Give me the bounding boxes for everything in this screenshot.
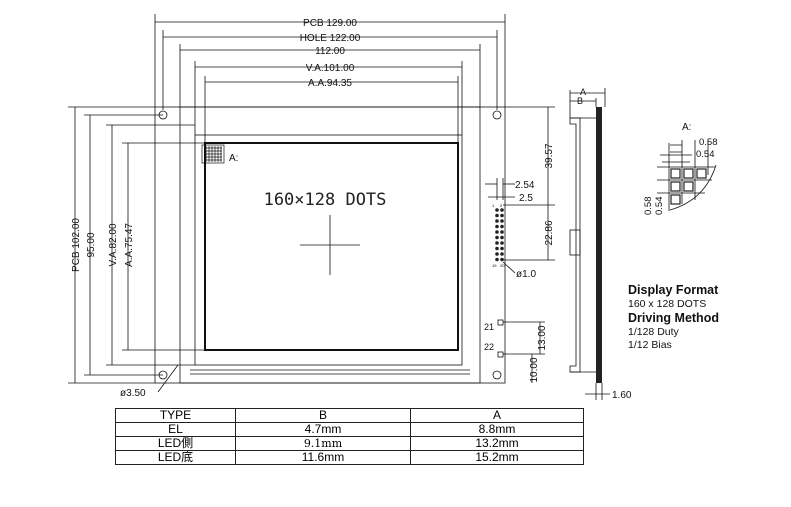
connector-pin bbox=[495, 219, 499, 223]
pin-span-dim: 22.86 bbox=[544, 220, 555, 245]
cell: 9.1mm bbox=[235, 436, 411, 451]
connector-pin bbox=[500, 252, 504, 256]
connector-pin bbox=[500, 241, 504, 245]
mount-hole bbox=[158, 110, 168, 120]
dot-pitch-v-dim: 0.58 bbox=[643, 197, 654, 216]
table-row: LED底 11.6mm 15.2mm bbox=[115, 450, 584, 465]
dot-size-dim: 0.54 bbox=[696, 149, 715, 160]
pin-22-label: 22 bbox=[484, 342, 494, 352]
cell: 11.6mm bbox=[235, 450, 411, 465]
connector-pin bbox=[500, 230, 504, 234]
display-format-value: 160 x 128 DOTS bbox=[628, 298, 707, 310]
connector-pin bbox=[500, 213, 504, 218]
hole-dia-dim: ø3.50 bbox=[120, 388, 146, 399]
mount-hole bbox=[492, 370, 502, 380]
detail-title: A: bbox=[682, 122, 691, 133]
connector-pin bbox=[495, 235, 499, 240]
led-pin-21 bbox=[497, 319, 504, 326]
connector-pin bbox=[500, 257, 504, 262]
pin-dia-dim: ø1.0 bbox=[516, 269, 536, 280]
connector-pin bbox=[500, 246, 504, 251]
bias-value: 1/12 Bias bbox=[628, 339, 672, 351]
pin-19-label: 19 bbox=[492, 263, 497, 268]
connector-pin bbox=[500, 219, 504, 223]
mount-hole bbox=[158, 370, 168, 380]
pin-1-label: 1 bbox=[492, 203, 495, 208]
aa-height-dim: A.A.75.47 bbox=[124, 223, 135, 267]
led-bottom-dim: 10.00 bbox=[529, 357, 540, 382]
pin-pitch-dim: 2.54 bbox=[515, 180, 535, 191]
pcb-height-dim: PCB 102.00 bbox=[71, 218, 82, 272]
connector-pin bbox=[495, 208, 499, 212]
connector-pin bbox=[495, 230, 499, 234]
table-row: LED側 9.1mm 13.2mm bbox=[115, 436, 584, 451]
left-dimensions: PCB 102.00 95.00 V.A.82.00 A.A.75.47 bbox=[68, 106, 205, 384]
front-view: ø3.50 A: 160×128 DOTS bbox=[120, 106, 506, 399]
top-dimensions: PCB 129.00 HOLE 122.00 112.00 V.A.101.00… bbox=[154, 14, 506, 143]
driving-method-title: Driving Method bbox=[628, 311, 719, 325]
aa-width-dim: A.A.94.35 bbox=[308, 78, 352, 89]
connector-pin bbox=[495, 257, 499, 262]
connector-pin bbox=[495, 241, 499, 245]
connector-pin bbox=[500, 224, 504, 229]
led-pin-22 bbox=[497, 351, 504, 358]
va-height-dim: V.A.82.00 bbox=[108, 223, 119, 266]
header-a: A bbox=[410, 408, 584, 423]
led-pitch-dim: 13.00 bbox=[537, 325, 548, 350]
pin-20-label: 20 bbox=[500, 263, 505, 268]
bezel-width-dim: 112.00 bbox=[315, 46, 345, 57]
connector-pins: 2.54 2.5 1 2 19 20 ø1.0 39.57 22.86 21 2… bbox=[484, 106, 555, 383]
va-width-dim: V.A.101.00 bbox=[306, 63, 355, 74]
pin-offset-dim: 2.5 bbox=[519, 193, 533, 204]
side-view: A B 1.60 bbox=[569, 87, 632, 401]
dot-detail-marker bbox=[201, 144, 225, 164]
pcb-thickness-dim: 1.60 bbox=[612, 390, 632, 401]
cell: 15.2mm bbox=[410, 450, 584, 465]
side-b-dim: B bbox=[577, 96, 583, 106]
mount-hole bbox=[492, 110, 502, 120]
display-resolution-text: 160×128 DOTS bbox=[264, 190, 387, 210]
connector-pin bbox=[500, 235, 504, 240]
table-header-row: TYPE B A bbox=[115, 408, 584, 423]
cell: 13.2mm bbox=[410, 436, 584, 451]
connector-pin bbox=[495, 224, 499, 229]
cell: EL bbox=[115, 422, 236, 437]
display-specs: Display Format 160 x 128 DOTS Driving Me… bbox=[628, 283, 719, 352]
cell: LED側 bbox=[115, 436, 236, 451]
pin-21-label: 21 bbox=[484, 322, 494, 332]
detail-marker-label: A: bbox=[229, 153, 238, 164]
connector-pin bbox=[495, 213, 499, 218]
pin-top-dim: 39.57 bbox=[544, 143, 555, 168]
display-format-title: Display Format bbox=[628, 283, 719, 297]
dot-detail-view: A: 0.58 0.54 0.58 0.54 bbox=[643, 122, 718, 215]
cell: 4.7mm bbox=[235, 422, 411, 437]
dot-pitch-dim: 0.58 bbox=[699, 137, 718, 148]
side-a-dim: A bbox=[580, 87, 586, 97]
pin-2-label: 2 bbox=[500, 203, 503, 208]
header-b: B bbox=[235, 408, 411, 423]
cell: 8.8mm bbox=[410, 422, 584, 437]
hole-height-dim: 95.00 bbox=[86, 232, 97, 257]
duty-value: 1/128 Duty bbox=[628, 326, 679, 338]
table-row: EL 4.7mm 8.8mm bbox=[115, 422, 584, 437]
hole-width-dim: HOLE 122.00 bbox=[300, 33, 361, 44]
pcb-width-dim: PCB 129.00 bbox=[303, 18, 357, 29]
connector-pin bbox=[500, 208, 504, 212]
connector-pin bbox=[495, 246, 499, 251]
dot-size-v-dim: 0.54 bbox=[654, 197, 665, 216]
cell: LED底 bbox=[115, 450, 236, 465]
header-type: TYPE bbox=[115, 408, 236, 423]
connector-pin bbox=[495, 252, 499, 256]
thickness-table: TYPE B A EL 4.7mm 8.8mm LED側 9.1mm 13.2m… bbox=[115, 408, 584, 465]
